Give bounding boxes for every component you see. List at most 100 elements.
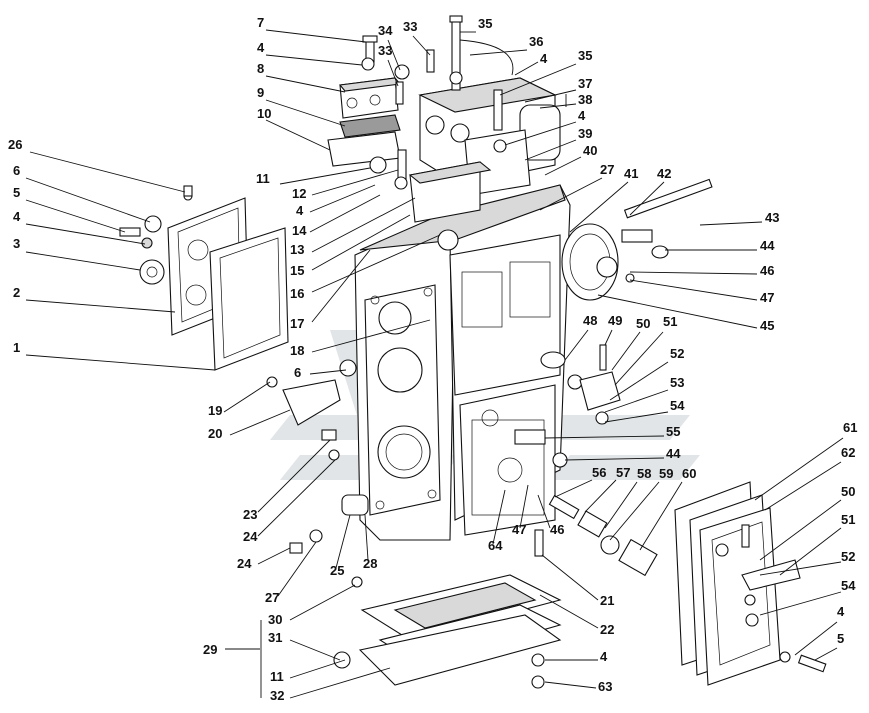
leader-line-c14 — [309, 194, 381, 233]
leader-line-c6a — [25, 177, 151, 223]
leader-line-c24b — [257, 547, 291, 565]
callout-c36: 36 — [529, 34, 543, 49]
callout-c61: 61 — [843, 420, 857, 435]
leader-line-c43 — [699, 221, 763, 226]
leader-line-c11b — [289, 659, 346, 679]
right-cover-assembly — [674, 481, 827, 686]
callout-c54a: 54 — [670, 398, 685, 413]
leader-line-c4b — [265, 54, 363, 66]
leader-line-c4e — [25, 223, 146, 245]
leader-line-c46b — [537, 494, 551, 529]
callout-c19: 19 — [208, 403, 222, 418]
leader-line-c27b — [277, 541, 317, 597]
leader-line-c47a — [629, 279, 758, 301]
callout-c45: 45 — [760, 318, 774, 333]
callout-c13: 13 — [290, 242, 304, 257]
leader-line-c45 — [597, 294, 758, 329]
callout-c10: 10 — [257, 106, 271, 121]
right-upper-parts — [561, 178, 713, 301]
callout-c57: 57 — [616, 465, 630, 480]
callout-c52b: 52 — [841, 549, 855, 564]
callout-c15: 15 — [290, 263, 304, 278]
leader-line-c33a — [412, 35, 431, 56]
callout-c6a: 6 — [13, 163, 20, 178]
leader-line-c57 — [584, 479, 617, 513]
callout-c34: 34 — [378, 23, 393, 38]
leader-line-c49 — [604, 329, 613, 346]
callout-c4g: 4 — [837, 604, 845, 619]
leader-line-c25 — [335, 514, 351, 569]
leader-line-c50a — [611, 331, 641, 371]
callout-c27b: 27 — [265, 590, 279, 605]
callout-c32: 32 — [270, 688, 284, 703]
callout-c24a: 24 — [243, 529, 258, 544]
callout-c49: 49 — [608, 313, 622, 328]
leader-line-c11a — [279, 167, 371, 185]
callout-c28: 28 — [363, 556, 377, 571]
callout-c38: 38 — [578, 92, 592, 107]
leader-line-c33b — [387, 59, 399, 87]
leader-line-c4g — [794, 621, 838, 656]
callout-c60: 60 — [682, 466, 696, 481]
callout-c4d: 4 — [296, 203, 304, 218]
callout-c48: 48 — [583, 313, 597, 328]
callout-c4a: 4 — [540, 51, 548, 66]
leader-line-c64 — [492, 489, 506, 545]
callout-c5b: 5 — [837, 631, 844, 646]
callout-c11b: 11 — [270, 669, 284, 684]
leader-line-c19 — [223, 381, 271, 413]
leader-line-c18 — [311, 319, 431, 353]
left-cover-gaskets — [167, 185, 289, 371]
leader-line-c7 — [265, 29, 367, 43]
leader-line-c20 — [229, 409, 291, 436]
leader-line-c63 — [544, 681, 597, 689]
callout-c9: 9 — [257, 85, 264, 100]
callout-c8: 8 — [257, 61, 264, 76]
callout-c5a: 5 — [13, 185, 20, 200]
callout-c46b: 46 — [550, 522, 564, 537]
leader-line-c21 — [541, 554, 599, 601]
callout-c3: 3 — [13, 236, 20, 251]
callout-c47b: 47 — [512, 522, 526, 537]
callout-c18: 18 — [290, 343, 304, 358]
callout-c41: 41 — [624, 166, 638, 181]
leader-line-c12 — [311, 169, 399, 196]
callout-c47a: 47 — [760, 290, 774, 305]
leader-line-c46a — [629, 271, 758, 275]
callout-c4f: 4 — [600, 649, 608, 664]
callout-c44b: 44 — [666, 446, 681, 461]
leader-line-c5b — [814, 647, 838, 661]
leader-line-c27a — [539, 177, 603, 211]
callout-c64: 64 — [488, 538, 503, 553]
leader-line-c54a — [604, 411, 669, 423]
top-valve-block — [408, 77, 561, 251]
leader-line-c40 — [544, 156, 582, 176]
leader-line-c1 — [25, 354, 216, 371]
leader-line-c51b — [779, 527, 842, 576]
leader-line-c24a — [257, 459, 336, 537]
leader-line-c60 — [639, 481, 683, 551]
callout-c62: 62 — [841, 445, 855, 460]
leader-line-c35b — [499, 63, 577, 96]
callout-c43: 43 — [765, 210, 779, 225]
right-middle-parts — [514, 344, 658, 577]
leader-line-c50b — [759, 499, 842, 561]
bottom-screen-gaskets — [333, 574, 562, 689]
callout-c51b: 51 — [841, 512, 855, 527]
callout-c58: 58 — [637, 466, 651, 481]
leader-line-c9 — [265, 99, 346, 127]
callout-c6b: 6 — [294, 365, 301, 380]
leader-line-c16 — [311, 234, 441, 293]
callout-c17: 17 — [290, 316, 304, 331]
leader-line-c13 — [311, 197, 416, 253]
leader-line-c41 — [569, 181, 629, 233]
leader-line-c42 — [629, 181, 665, 216]
callout-c39: 39 — [578, 126, 592, 141]
leader-line-c5a — [25, 199, 126, 233]
callout-c26: 26 — [8, 137, 22, 152]
callout-c24b: 24 — [237, 556, 252, 571]
callout-c27a: 27 — [600, 162, 614, 177]
callout-c54b: 54 — [841, 578, 856, 593]
callout-c4c: 4 — [578, 108, 586, 123]
callout-c46a: 46 — [760, 263, 774, 278]
